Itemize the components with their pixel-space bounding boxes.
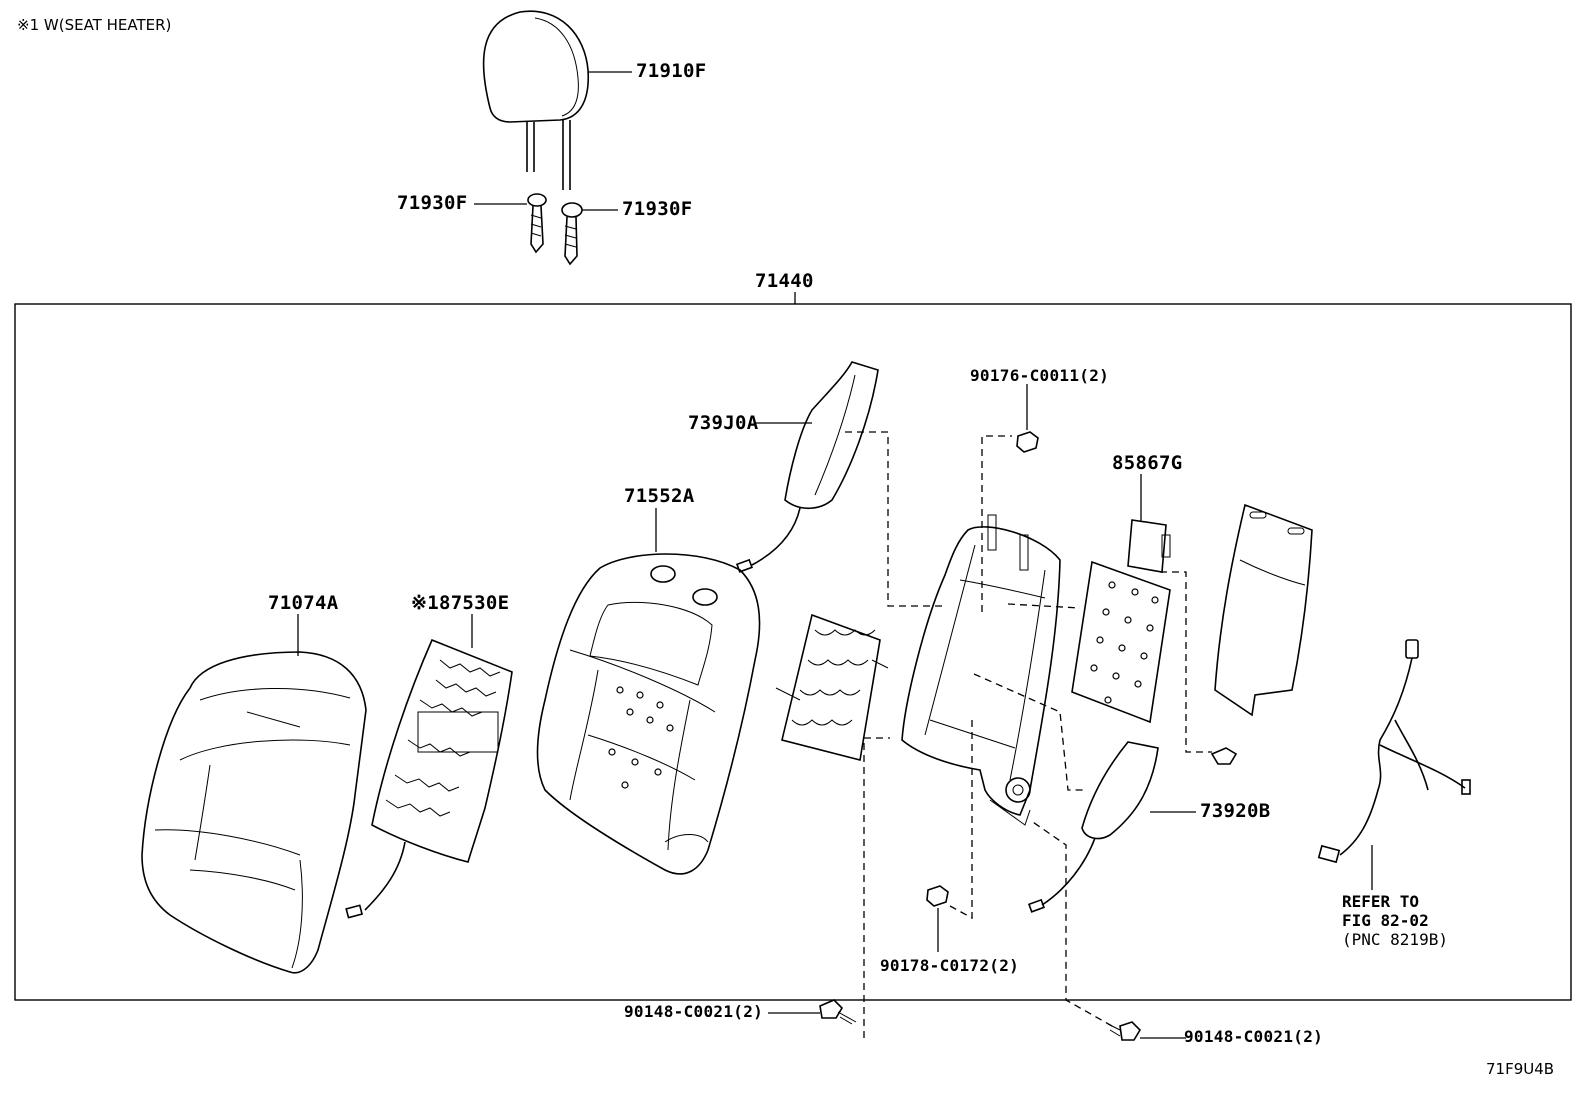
nut-bottom-illustration <box>926 885 949 907</box>
reference-note: REFER TO FIG 82-02 (PNC 8219B) <box>1342 892 1448 949</box>
label-cover: 71074A <box>268 592 339 614</box>
label-nut-top: 90176-C0011(2) <box>970 366 1110 385</box>
label-guide-left: 71930F <box>397 192 468 214</box>
headrest-guide-right-illustration <box>561 202 583 266</box>
seat-back-frame-illustration <box>901 514 1061 826</box>
label-pad: 71552A <box>624 485 695 507</box>
panel-screw-illustration <box>1210 747 1238 765</box>
label-guide-right: 71930F <box>622 198 693 220</box>
back-board-illustration <box>1071 560 1171 724</box>
bolt-right-dash <box>1029 819 1113 1027</box>
wire-harness-illustration <box>1317 639 1471 864</box>
reference-line-3: (PNC 8219B) <box>1342 930 1448 949</box>
seat-heater-note: ※1 W(SEAT HEATER) <box>17 16 172 34</box>
label-side-airbag-upper: 739J0A <box>688 412 759 434</box>
frame-top-dash <box>981 435 1012 612</box>
module-illustration <box>1127 519 1171 573</box>
board-right-dash <box>1160 571 1212 753</box>
airbag-lower-dash <box>973 673 1085 791</box>
seat-back-pad-illustration <box>536 553 761 875</box>
reference-line-1: REFER TO <box>1342 892 1420 911</box>
label-bolt-left: 90148-C0021(2) <box>624 1002 764 1021</box>
seat-heater-illustration <box>345 638 513 919</box>
label-nut-bottom: 90178-C0172(2) <box>880 956 1020 975</box>
headrest-guide-left-illustration <box>527 193 547 254</box>
reference-line-2: FIG 82-02 <box>1342 911 1429 930</box>
bolt-right-illustration <box>1107 1021 1142 1041</box>
nut-bottom-dash <box>949 720 973 920</box>
bolt-left-dash <box>863 737 890 1038</box>
label-assembly: 71440 <box>755 270 814 292</box>
label-side-airbag-lower: 73920B <box>1200 800 1271 822</box>
headrest-illustration <box>482 10 590 190</box>
diagram-code: 71F9U4B <box>1486 1060 1555 1078</box>
seat-back-cover-illustration <box>141 651 367 974</box>
label-module: 85867G <box>1112 452 1183 474</box>
label-heater: ※187530E <box>411 592 510 614</box>
label-headrest: 71910F <box>636 60 707 82</box>
label-bolt-right: 90148-C0021(2) <box>1184 1027 1324 1046</box>
nut-top-illustration <box>1016 431 1039 453</box>
side-airbag-upper-illustration <box>735 361 879 573</box>
bolt-left-illustration <box>819 999 857 1025</box>
assembly-frame-box <box>14 303 1572 1001</box>
back-panel-illustration <box>1214 503 1313 717</box>
spring-mat-illustration <box>775 613 889 761</box>
side-airbag-lower-illustration <box>1027 741 1159 913</box>
airbag-upper-dash <box>845 431 946 607</box>
frame-mid-dash <box>1007 603 1081 609</box>
